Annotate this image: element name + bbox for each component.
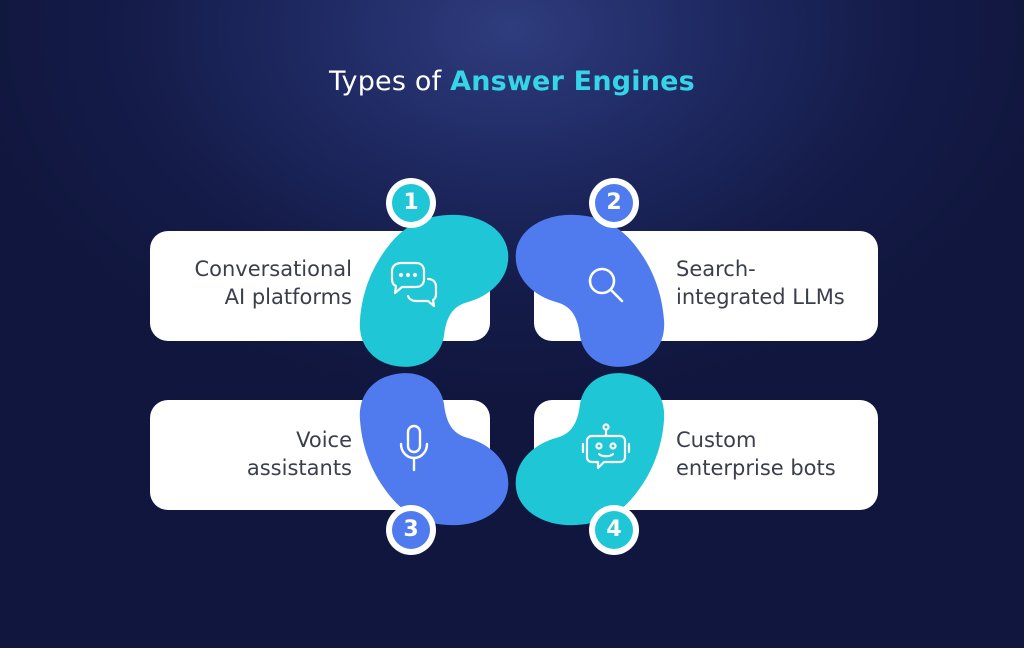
badge-2: 2 <box>589 178 639 228</box>
badge-number: 4 <box>595 511 633 549</box>
badge-3: 3 <box>386 505 436 555</box>
robot-icon <box>578 420 634 476</box>
microphone-icon <box>386 420 442 476</box>
blob-2 <box>515 214 665 367</box>
search-icon <box>578 257 634 313</box>
card-label: Custom enterprise bots <box>676 428 836 480</box>
card-label: Search- integrated LLMs <box>676 257 845 309</box>
badge-number: 2 <box>595 184 633 222</box>
title-highlight: Answer Engines <box>450 66 695 97</box>
badge-1: 1 <box>386 178 436 228</box>
badge-number: 1 <box>392 184 430 222</box>
page-title: Types of Answer Engines <box>0 66 1024 97</box>
card-label: Conversational AI platforms <box>194 257 352 309</box>
blob-3 <box>359 373 509 526</box>
chat-bubbles-icon <box>386 257 442 313</box>
badge-4: 4 <box>589 505 639 555</box>
card-label: Voice assistants <box>246 428 352 480</box>
blob-4 <box>515 373 665 526</box>
title-prefix: Types of <box>329 66 451 97</box>
blob-1 <box>359 214 509 367</box>
badge-number: 3 <box>392 511 430 549</box>
